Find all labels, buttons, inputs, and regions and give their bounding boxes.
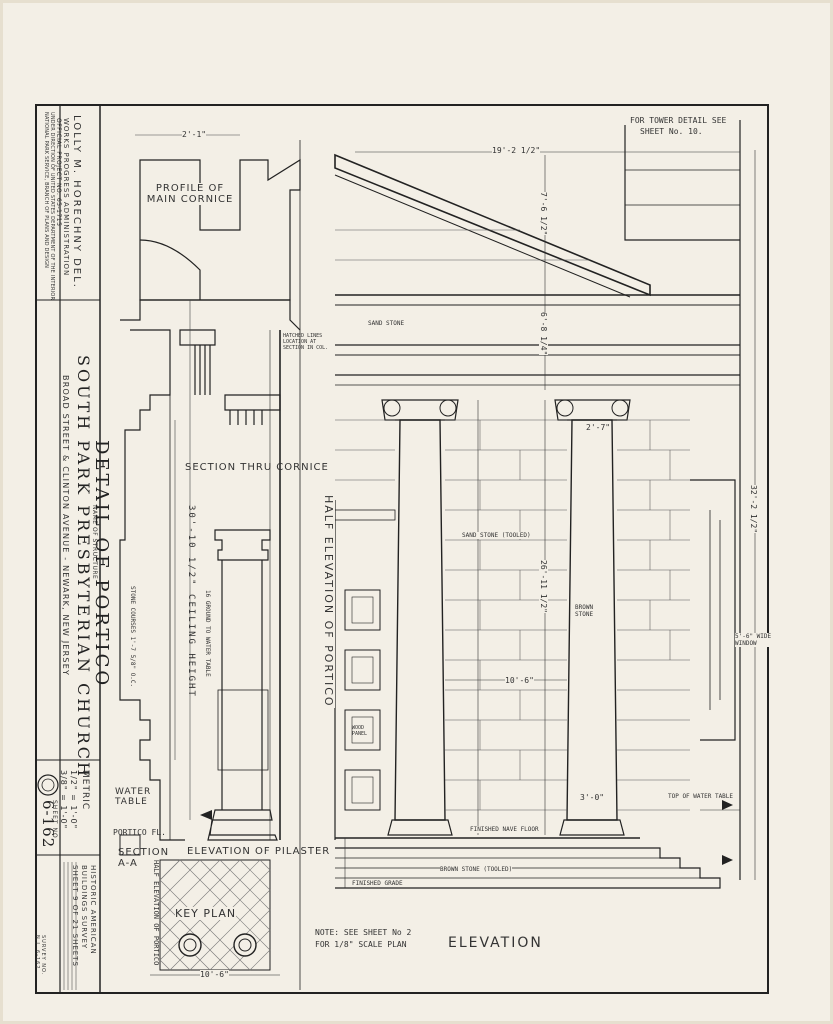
ground-height-label: 16 GROUND TO WATER TABLE: [204, 590, 211, 677]
delineator-text: LOLLY M. HORECHNY DEL.: [71, 115, 82, 289]
dim-pediment: 7'-6 1/2": [539, 192, 548, 236]
portico-elevation: [334, 120, 741, 889]
sheet-number: 6-162: [39, 800, 57, 849]
habs-line-1: HISTORIC AMERICAN: [89, 865, 97, 955]
sand-stone-label: SAND STONE: [368, 320, 405, 327]
portico-floor-label: PORTICO FL.: [113, 828, 166, 837]
stone-courses-label: STONE COURSES 1'-7 5/8" O.C.: [129, 586, 136, 688]
water-table-label: WATER TABLE: [115, 787, 152, 807]
survey-no-label: SURVEY NO.: [40, 935, 46, 976]
finished-floor-label: FINISHED NAVE FLOOR: [470, 826, 539, 833]
ceiling-height-label: 30'-10 1/2" CEILING HEIGHT: [186, 505, 196, 698]
key-plan-label: KEY PLAN: [175, 907, 237, 920]
under-text-2: NATIONAL PARK SERVICE, BRANCH OF PLANS A…: [43, 112, 49, 269]
main-title: DETAIL OF PORTICO: [91, 440, 112, 689]
pilaster-elevation: [207, 529, 278, 841]
habs-line-2: BUILDINGS SURVEY: [80, 865, 88, 950]
dim-column-top: 2'-7": [586, 423, 611, 432]
sheet-border: [35, 104, 769, 994]
survey-no-value: N.J. 6-162: [34, 935, 40, 970]
hatched-note: HATCHED LINES LOCATION AT SECTION IN COL…: [283, 333, 329, 351]
top-water-table-label: TOP OF WATER TABLE: [668, 793, 734, 800]
half-elevation-label: HALF ELEVATION OF PORTICO: [322, 495, 335, 708]
window-note: 5'-6" WIDE WINDOW: [735, 633, 775, 647]
half-elev-keyplan-label: HALF ELEVATION OF PORTICO: [152, 860, 160, 966]
note-line-2: FOR 1/8" SCALE PLAN: [315, 940, 407, 949]
under-text-1: UNDER DIRECTION OF UNITED STATES DEPARTM…: [49, 112, 55, 301]
wpa-text: WORKS PROGRESS ADMINISTRATION: [62, 118, 70, 277]
dim-bay: 10'-6": [505, 676, 534, 685]
scale-1: 1/2" = 1'-0": [69, 770, 78, 830]
note-line-1: NOTE: SEE SHEET No 2: [315, 928, 412, 937]
seal-icon: [37, 774, 59, 796]
sand-stone-tooled-label: SAND STONE (TOOLED): [462, 532, 531, 539]
section-aa-label: SECTION A-A: [118, 847, 170, 869]
cornice-section: [119, 158, 301, 841]
elevation-label: ELEVATION: [448, 935, 543, 951]
dim-top: 19'-2 1/2": [492, 146, 541, 155]
tower-note-2: SHEET No. 10.: [640, 127, 703, 136]
brown-stone-label: BROWN STONE: [575, 604, 611, 618]
elevation-pilaster-label: ELEVATION OF PILASTER: [187, 846, 331, 857]
dim-column-base: 3'-0": [580, 793, 605, 802]
dim-cornice-width: 2'-1": [182, 130, 207, 139]
project-text: OFFICIAL PROJECT NO. 65-1715: [55, 118, 62, 227]
habs-line-3: SHEET 9 OF 21 SHEETS: [71, 865, 79, 967]
key-plan: [150, 859, 280, 976]
finished-grade-label: FINISHED GRADE: [352, 880, 403, 887]
wood-panel-label: WOOD PANEL: [352, 725, 368, 737]
scale-label: METRIC: [80, 770, 90, 811]
section-cornice-label: SECTION THRU CORNICE: [185, 462, 329, 473]
tower-note-1: FOR TOWER DETAIL SEE: [630, 116, 727, 125]
dim-keyplan: 10'-6": [200, 970, 229, 979]
scale-2: 3/8" = 1'-0": [59, 770, 68, 830]
address-text: BROAD STREET & CLINTON AVENUE - NEWARK, …: [61, 375, 70, 677]
dim-total: 32'-2 1/2": [749, 485, 758, 534]
dim-column: 26'-11 1/2": [539, 560, 548, 613]
brown-stone-tooled-label: BROWN STONE (TOOLED): [440, 866, 513, 873]
profile-label: PROFILE OF MAIN CORNICE: [145, 183, 235, 205]
dim-entablature: 6'-8 1/4": [539, 312, 548, 356]
